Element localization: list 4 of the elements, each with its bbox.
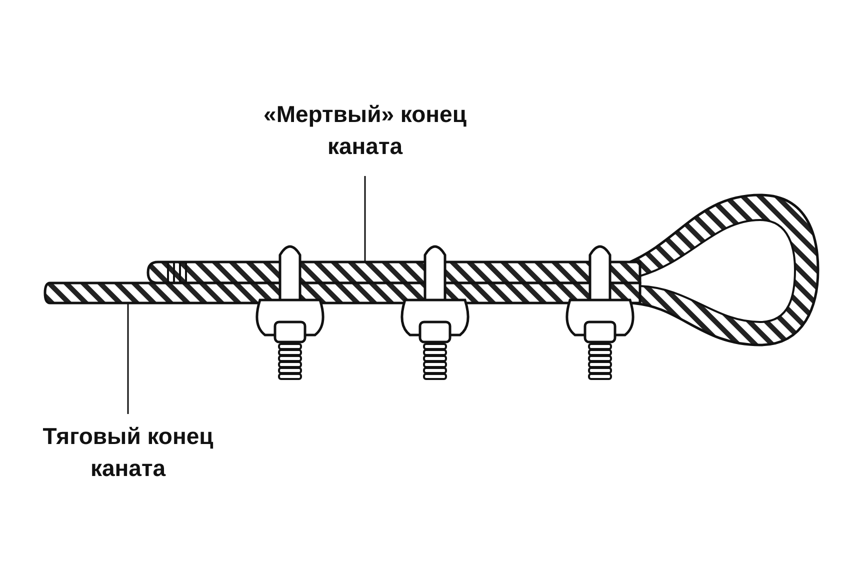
callout-label: Тяговый конец каната [18, 420, 238, 484]
leader-line [127, 303, 129, 414]
leader-line [364, 176, 366, 262]
callout-label: «Мертвый» конец каната [235, 98, 495, 162]
